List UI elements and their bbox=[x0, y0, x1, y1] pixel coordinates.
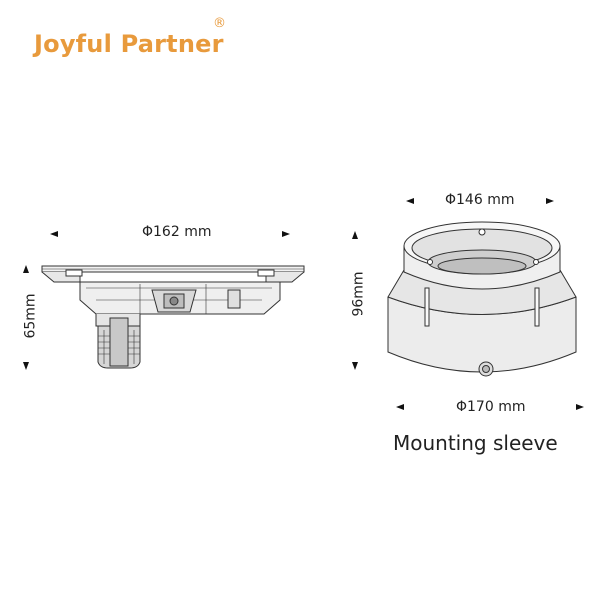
sleeve-height-label: 96mm bbox=[350, 271, 367, 317]
mounting-sleeve bbox=[387, 221, 577, 377]
left-dimension-arrows bbox=[23, 231, 290, 370]
right-dimension-arrows bbox=[352, 198, 584, 410]
registered-mark: ® bbox=[213, 16, 226, 31]
fixture-cross-section bbox=[41, 265, 305, 369]
left-width-label: Φ162 mm bbox=[142, 224, 212, 240]
sleeve-caption: Mounting sleeve bbox=[393, 431, 558, 455]
left-height-label: 65mm bbox=[22, 293, 39, 339]
sleeve-top-diameter-label: Φ146 mm bbox=[445, 192, 515, 208]
brand-logo: Joyful Partner bbox=[34, 30, 224, 58]
sleeve-bottom-diameter-label: Φ170 mm bbox=[456, 399, 526, 415]
